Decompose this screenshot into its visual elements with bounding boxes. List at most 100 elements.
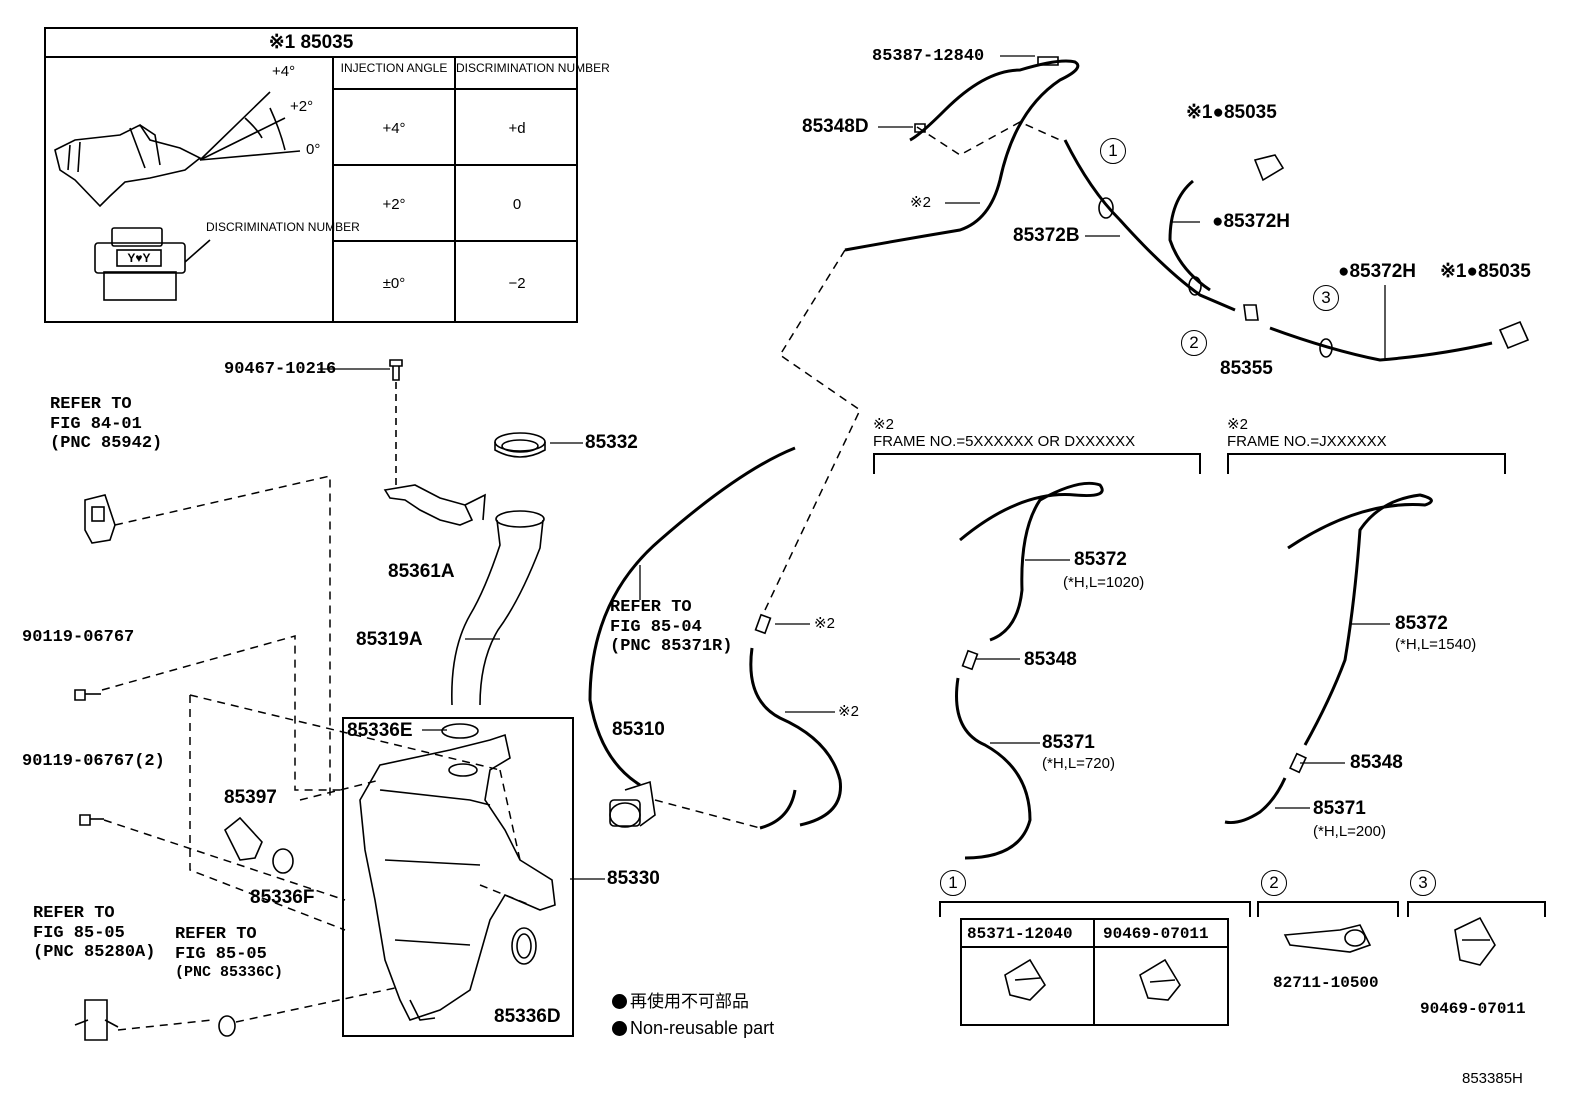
discrimination-number-label: DISCRIMINATION NUMBER xyxy=(206,220,360,234)
label-leaders xyxy=(318,55,1390,880)
part-85348-f2: 85348 xyxy=(1350,752,1403,773)
clip-82711-10500 xyxy=(1283,924,1372,953)
part-85371-f2: 85371 xyxy=(1313,798,1366,819)
bullet-icon xyxy=(612,994,627,1009)
tank-85330 xyxy=(359,723,556,1021)
cell-angle-2: ±0° xyxy=(382,275,406,292)
table-rule xyxy=(332,164,578,166)
col-header-injection-angle: INJECTION ANGLE xyxy=(340,61,448,75)
cell-number-0: +d xyxy=(508,120,526,137)
len-85372-f2: (*H,L=1540) xyxy=(1395,636,1477,653)
clip-table-col-1: 85371-12040 xyxy=(967,925,1073,943)
discrimination-chip xyxy=(94,227,211,301)
figure-code: 853385H xyxy=(1462,1070,1523,1087)
part-85336D: 85336D xyxy=(494,1006,561,1027)
part-85035-right: ※1●85035 xyxy=(1440,261,1531,282)
table-rule xyxy=(332,240,578,242)
col-header-discrimination-number: DISCRIMINATION NUMBER xyxy=(456,61,610,75)
level-sensor-85397 xyxy=(223,816,294,874)
cell-number-1: 0 xyxy=(512,196,522,213)
part-85387-12840: 85387-12840 xyxy=(872,47,985,66)
dashed-leaders-left xyxy=(101,475,761,1031)
cell-angle-0: +4° xyxy=(382,120,406,137)
callout-1: 1 xyxy=(1100,138,1126,164)
legend-callout-3: 3 xyxy=(1410,870,1436,896)
len-85372-f1: (*H,L=1020) xyxy=(1063,574,1145,591)
bullet-icon xyxy=(612,1021,627,1036)
refer-part-85336C xyxy=(218,1015,236,1037)
table-rule xyxy=(960,946,1229,948)
table-rule xyxy=(332,56,334,323)
angle-label-plus2: +2° xyxy=(290,98,314,115)
legend-callout-1: 1 xyxy=(940,870,966,896)
refer-part-85280A xyxy=(74,999,119,1041)
frame-j-hoses xyxy=(1224,493,1433,824)
top-hose-set xyxy=(844,59,1493,362)
table-rule xyxy=(454,56,456,323)
part-85361A: 85361A xyxy=(388,561,455,582)
part-85372H-top: ●85372H xyxy=(1212,211,1291,232)
discrimination-chip-marking: Y♥Y xyxy=(127,251,151,265)
cell-angle-1: +2° xyxy=(382,196,406,213)
legend-callout-2: 2 xyxy=(1261,870,1287,896)
cell-number-2: −2 xyxy=(508,275,526,292)
bracket-85361A xyxy=(383,359,486,526)
len-85371-f1: (*H,L=720) xyxy=(1042,755,1115,772)
part-90467-10216: 90467-10216 xyxy=(224,360,337,379)
table-rule xyxy=(44,56,578,58)
part-85397: 85397 xyxy=(224,787,277,808)
note-mark-top: ※2 xyxy=(910,194,931,211)
part-85035-top: ※1●85035 xyxy=(1186,102,1277,123)
filler-neck-85319A xyxy=(451,510,545,706)
bolt-90119-lower xyxy=(79,814,104,826)
table-rule xyxy=(332,88,578,90)
bolt-90119-top xyxy=(74,689,101,701)
part-85372B: 85372B xyxy=(1013,225,1080,246)
part-90469-07011: 90469-07011 xyxy=(1420,1000,1526,1018)
pump-85310 xyxy=(609,780,656,828)
note-mark-center-2: ※2 xyxy=(838,703,859,720)
part-85348-f1: 85348 xyxy=(1024,649,1077,670)
part-90119-06767-2: 90119-06767(2) xyxy=(22,752,165,771)
refer-part-85942 xyxy=(84,494,116,544)
clip-90469-07011-a xyxy=(1139,958,1181,1001)
part-85372-f1: 85372 xyxy=(1074,549,1127,570)
key-nonreusable-en: Non-reusable part xyxy=(612,1019,774,1037)
part-85336F: 85336F xyxy=(250,887,315,908)
part-85332: 85332 xyxy=(585,432,638,453)
part-82711-10500: 82711-10500 xyxy=(1273,974,1379,992)
part-90119-06767: 90119-06767 xyxy=(22,628,135,647)
angle-label-zero: 0° xyxy=(306,141,321,158)
angle-label-plus4: +4° xyxy=(272,63,296,80)
injection-angle-table xyxy=(44,27,578,323)
nozzle-sketch xyxy=(54,91,301,208)
table-rule xyxy=(1093,918,1095,1026)
len-85371-f2: (*H,L=200) xyxy=(1313,823,1386,840)
part-85310: 85310 xyxy=(612,719,665,740)
clip-90469-07011-b xyxy=(1454,916,1496,966)
part-85372H-right: ●85372H xyxy=(1338,261,1417,282)
grommet-85336D xyxy=(511,927,537,965)
part-85372-f2: 85372 xyxy=(1395,613,1448,634)
clip-85371-12040 xyxy=(1004,958,1047,1001)
key-nonreusable-jp: 再使用不可部品 xyxy=(612,993,749,1010)
part-85355: 85355 xyxy=(1220,358,1273,379)
frame-5-hoses xyxy=(955,481,1104,860)
part-85319A: 85319A xyxy=(356,629,423,650)
callout-3: 3 xyxy=(1313,285,1339,311)
part-85330: 85330 xyxy=(607,868,660,889)
part-85336E: 85336E xyxy=(347,720,413,741)
part-85348D: 85348D xyxy=(802,116,869,137)
cap-85332 xyxy=(494,432,546,458)
clip-table-col-2: 90469-07011 xyxy=(1103,925,1209,943)
table-title: ※1 85035 xyxy=(268,32,354,53)
part-85371-f1: 85371 xyxy=(1042,732,1095,753)
